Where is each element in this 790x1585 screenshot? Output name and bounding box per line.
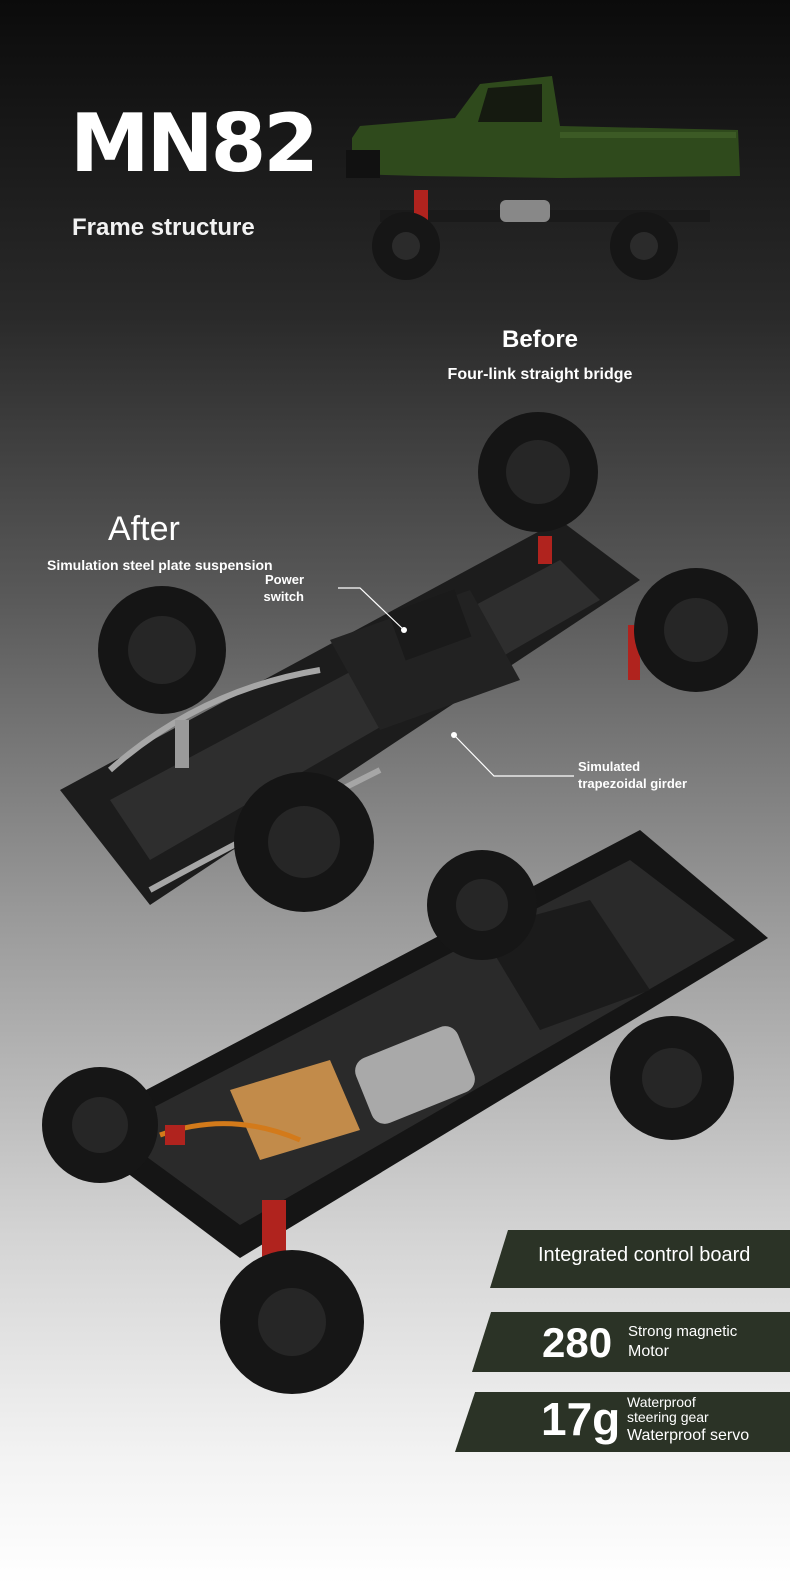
callout-line: switch <box>263 589 304 604</box>
feature-line: Waterproof <box>627 1394 696 1410</box>
feature-line: Waterproof servo <box>627 1427 750 1444</box>
feature-line: Strong magnetic <box>628 1323 738 1340</box>
feature-banner-servo: 17g Waterproof steering gear Waterproof … <box>455 1392 790 1452</box>
feature-value: 17g <box>541 1393 621 1445</box>
feature-banner-motor: 280 Strong magnetic Motor <box>472 1312 790 1372</box>
callout-line: Power <box>264 572 304 587</box>
chassis-after-image <box>60 412 758 912</box>
truck-body-image <box>346 76 740 178</box>
callout-line: Simulated <box>578 759 641 774</box>
feature-line: Motor <box>628 1343 669 1360</box>
chassis-top-view-image <box>42 830 768 1394</box>
before-description: Four-link straight bridge <box>447 366 633 383</box>
section-subtitle: Frame structure <box>72 214 255 241</box>
feature-banner-control-board: Integrated control board <box>490 1230 790 1288</box>
power-switch-callout: Power switch <box>250 571 304 605</box>
before-title: Before <box>501 326 579 353</box>
feature-line: steering gear <box>627 1409 709 1425</box>
callout-line: trapezoidal girder <box>578 776 688 791</box>
girder-callout: Simulated trapezoidal girder <box>578 758 718 792</box>
after-description: Simulation steel plate suspension <box>47 557 273 573</box>
after-title: After <box>108 510 180 548</box>
feature-value: 280 <box>542 1319 613 1366</box>
model-title: MN82 <box>70 97 319 190</box>
chassis-preview-image <box>372 190 710 280</box>
feature-label: Integrated control board <box>538 1244 751 1266</box>
